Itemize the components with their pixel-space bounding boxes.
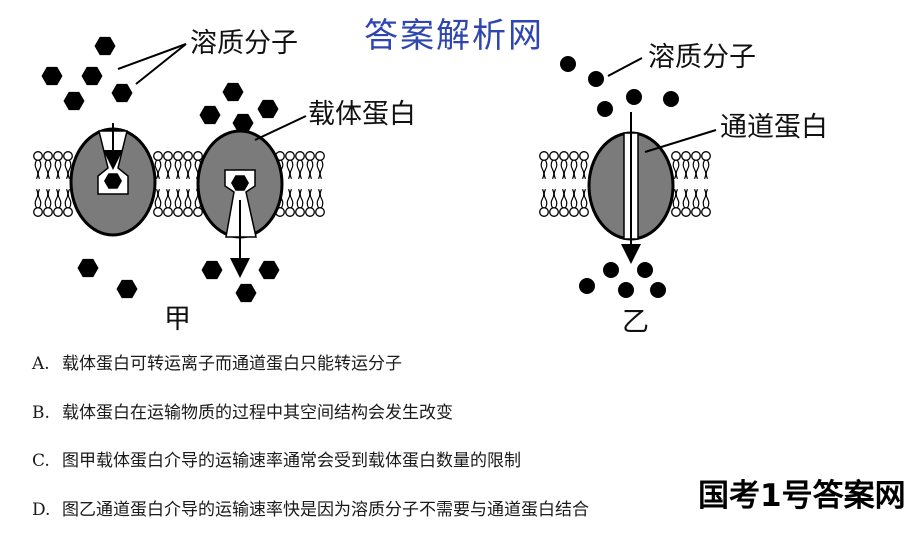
solute-molecules-left-inside <box>77 258 280 303</box>
label-channel-protein: 通道蛋白 <box>720 112 828 143</box>
option-d-key: D. <box>32 499 51 520</box>
membrane-transport-figure: 溶质分子 载体蛋白 甲 溶质分子 通道蛋白 乙 <box>33 28 828 338</box>
option-b-key: B. <box>32 402 50 423</box>
option-c-text: 图甲载体蛋白介导的运输速率通常会受到载体蛋白数量的限制 <box>62 451 521 471</box>
label-solute-right: 溶质分子 <box>648 42 756 73</box>
label-panel-yi: 乙 <box>622 307 649 338</box>
option-a-key: A. <box>32 354 50 374</box>
watermark-top: 答案解析网 <box>364 16 544 56</box>
label-solute-left: 溶质分子 <box>190 28 298 59</box>
option-a-text: 载体蛋白可转运离子而通道蛋白只能转运分子 <box>62 354 402 374</box>
leader-lines-left <box>117 43 307 141</box>
carrier-protein-2 <box>196 129 284 278</box>
option-b: B. 载体蛋白在运输物质的过程中其空间结构会发生改变 <box>32 401 732 425</box>
label-panel-jia: 甲 <box>164 304 191 335</box>
watermark-bottom: 国考1号答案网 <box>698 478 906 514</box>
option-c: C. 图甲载体蛋白介导的运输速率通常会受到载体蛋白数量的限制 <box>32 449 732 473</box>
transport-diagram <box>33 36 717 303</box>
channel-protein <box>587 112 675 264</box>
option-d: D. 图乙通道蛋白介导的运输速率快是因为溶质分子不需要与通道蛋白结合 <box>32 498 732 522</box>
carrier-protein-1 <box>69 123 157 237</box>
label-carrier-protein: 载体蛋白 <box>308 99 416 130</box>
option-c-key: C. <box>32 451 50 471</box>
solute-molecules-right-outside <box>560 56 679 117</box>
answer-options: A. 载体蛋白可转运离子而通道蛋白只能转运分子 B. 载体蛋白在运输物质的过程中其空… <box>32 352 732 546</box>
option-d-text: 图乙通道蛋白介导的运输速率快是因为溶质分子不需要与通道蛋白结合 <box>62 499 589 520</box>
leader-lines-right <box>607 57 717 153</box>
option-b-text: 载体蛋白在运输物质的过程中其空间结构会发生改变 <box>62 402 453 423</box>
solute-molecules-right-inside <box>579 262 666 298</box>
option-a: A. 载体蛋白可转运离子而通道蛋白只能转运分子 <box>32 352 732 376</box>
